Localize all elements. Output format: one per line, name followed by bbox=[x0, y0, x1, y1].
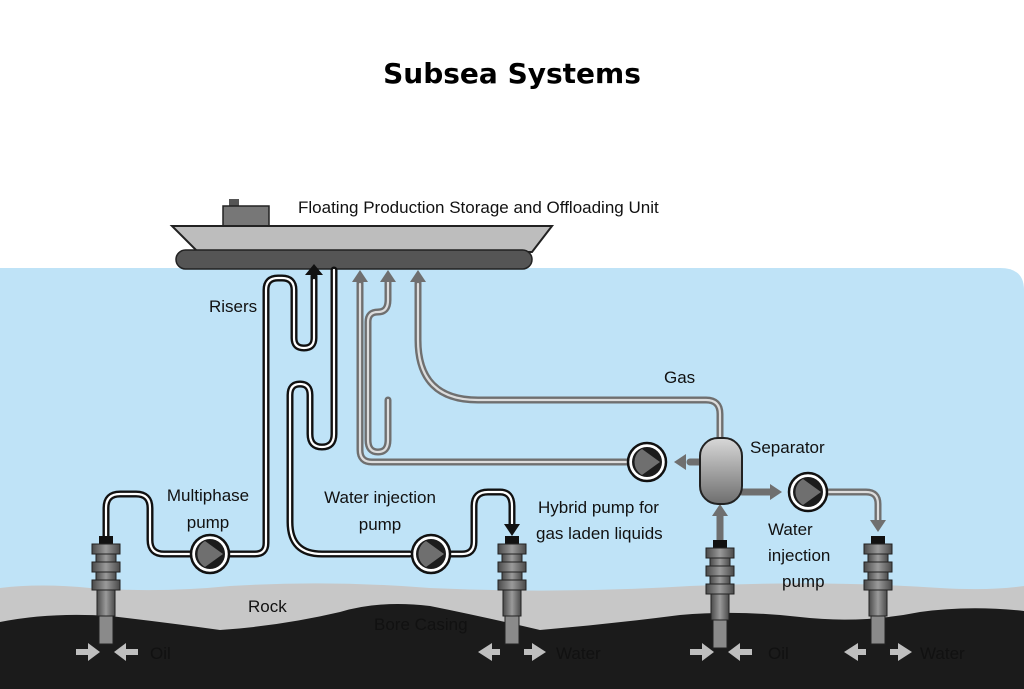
bore-casing-label: Bore Casing bbox=[374, 615, 468, 634]
water-injection-pump-right-icon bbox=[787, 471, 829, 513]
oil-inflow-arrow-left bbox=[76, 643, 100, 661]
hybrid-pump-label-line1: Hybrid pump for bbox=[538, 498, 659, 517]
hybrid-pump-label-line2: gas laden liquids bbox=[536, 524, 663, 543]
water-injection-pump-right-label-line1: Water bbox=[768, 520, 813, 539]
separator-label: Separator bbox=[750, 438, 825, 457]
separator-vessel bbox=[699, 437, 743, 505]
riser-arrow-up bbox=[305, 264, 323, 275]
water-injection-pump-left-icon bbox=[410, 533, 452, 575]
water-outflow-arrow-left bbox=[478, 643, 500, 661]
gas-label: Gas bbox=[664, 368, 695, 387]
sea-water bbox=[0, 268, 1024, 600]
water-injection-pump-right-label-line2: injection bbox=[768, 546, 830, 565]
oil-label-right: Oil bbox=[768, 644, 789, 663]
water-injection-pump-right-label-line3: pump bbox=[782, 572, 825, 591]
water-label-right: Water bbox=[920, 644, 965, 663]
rock-label: Rock bbox=[248, 597, 287, 616]
fpso-label: Floating Production Storage and Offloadi… bbox=[298, 198, 659, 217]
injection-arrow-down-left bbox=[504, 524, 520, 536]
oil-label-left: Oil bbox=[150, 644, 171, 663]
multiphase-pump-label-line2: pump bbox=[187, 513, 230, 532]
risers-label: Risers bbox=[209, 297, 257, 316]
water-injection-pump-left-label-line1: Water injection bbox=[324, 488, 436, 507]
gas-liquid-lines bbox=[352, 270, 886, 544]
water-outflow-arrow-left-2 bbox=[844, 643, 866, 661]
water-label-left: Water bbox=[556, 644, 601, 663]
water-outflow-arrow-right bbox=[524, 643, 546, 661]
seabed bbox=[0, 604, 1024, 689]
risers bbox=[102, 264, 520, 558]
hybrid-pump-icon bbox=[626, 441, 668, 483]
oil-inflow-arrow-right-2 bbox=[728, 643, 752, 661]
flow-arrows bbox=[76, 643, 912, 661]
multiphase-pump-label-line1: Multiphase bbox=[167, 486, 249, 505]
water-injection-pump-left-label-line2: pump bbox=[359, 515, 402, 534]
multiphase-pump-icon bbox=[189, 533, 231, 575]
oil-inflow-arrow-right bbox=[114, 643, 138, 661]
fpso-unit bbox=[169, 199, 555, 270]
oil-inflow-arrow-left-2 bbox=[690, 643, 714, 661]
water-outflow-arrow-right-2 bbox=[890, 643, 912, 661]
diagram-title: Subsea Systems bbox=[383, 57, 641, 90]
